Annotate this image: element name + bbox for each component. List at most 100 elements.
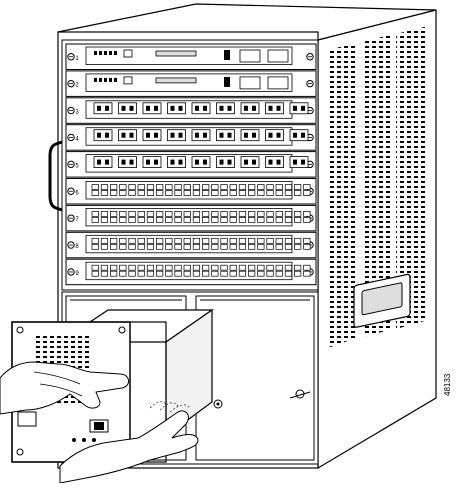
ethernet-port[interactable] [146,211,155,217]
module-slot-2[interactable]: 2 [65,70,317,97]
ethernet-port[interactable] [248,270,256,277]
ethernet-port[interactable] [100,190,109,196]
ethernet-port[interactable] [284,217,293,223]
ethernet-port[interactable] [294,217,302,223]
ethernet-port[interactable] [165,264,173,271]
ethernet-port[interactable] [165,184,173,190]
ethernet-port[interactable] [248,211,256,217]
ethernet-port[interactable] [174,211,182,217]
ethernet-port[interactable] [128,264,136,271]
ethernet-port[interactable] [238,237,247,244]
ethernet-port[interactable] [156,243,164,250]
ethernet-port[interactable] [91,270,99,277]
ethernet-port[interactable] [128,237,136,244]
ethernet-port[interactable] [202,184,210,190]
fiber-port[interactable] [191,129,211,142]
ethernet-port[interactable] [192,270,201,277]
power-connector[interactable] [17,411,37,427]
ethernet-port[interactable] [202,243,210,250]
module-slot-5[interactable]: 5 [65,151,317,178]
ethernet-port[interactable] [146,217,155,223]
ethernet-port[interactable] [248,243,256,250]
ethernet-port[interactable] [192,190,201,196]
ethernet-port[interactable] [119,243,127,250]
ethernet-port[interactable] [183,217,191,223]
ethernet-port[interactable] [220,243,228,250]
ethernet-port[interactable] [110,211,118,217]
ethernet-port[interactable] [211,270,219,277]
ethernet-port[interactable] [119,184,127,190]
ethernet-port[interactable] [183,211,191,217]
ethernet-port[interactable] [183,237,191,244]
ethernet-port[interactable] [294,211,302,217]
ethernet-port[interactable] [275,217,283,223]
ethernet-port[interactable] [211,237,219,244]
ethernet-port[interactable] [119,211,127,217]
ethernet-port[interactable] [100,264,109,271]
ethernet-port[interactable] [146,184,155,190]
ethernet-port[interactable] [238,211,247,217]
ethernet-port[interactable] [238,184,247,190]
ethernet-port[interactable] [229,237,237,244]
fiber-port[interactable] [240,129,260,142]
ethernet-port[interactable] [266,217,274,223]
ethernet-port[interactable] [303,211,311,217]
ethernet-port[interactable] [91,264,99,271]
ethernet-port[interactable] [202,217,210,223]
ethernet-port[interactable] [202,211,210,217]
ethernet-port[interactable] [284,184,293,190]
ethernet-port[interactable] [266,237,274,244]
ethernet-port[interactable] [229,264,237,271]
ethernet-port[interactable] [257,211,265,217]
ethernet-port[interactable] [294,243,302,250]
fiber-port[interactable] [216,129,235,142]
ethernet-port[interactable] [202,190,210,196]
ethernet-port[interactable] [137,190,145,196]
ethernet-port[interactable] [284,237,293,244]
fiber-port[interactable] [118,102,137,115]
ethernet-port[interactable] [248,237,256,244]
ethernet-port[interactable] [165,243,173,250]
side-handle[interactable] [353,273,411,328]
ethernet-port[interactable] [202,237,210,244]
ethernet-port[interactable] [165,211,173,217]
ethernet-port[interactable] [165,237,173,244]
ethernet-port[interactable] [303,270,311,277]
ethernet-port[interactable] [238,264,247,271]
ethernet-port[interactable] [183,243,191,250]
ethernet-port[interactable] [229,184,237,190]
ethernet-port[interactable] [192,264,201,271]
ethernet-port[interactable] [128,217,136,223]
ethernet-port[interactable] [266,211,274,217]
ethernet-port[interactable] [183,264,191,271]
ethernet-port[interactable] [303,184,311,190]
ethernet-port[interactable] [238,243,247,250]
ethernet-port[interactable] [192,237,201,244]
ethernet-port[interactable] [110,264,118,271]
ethernet-port[interactable] [137,237,145,244]
ethernet-port[interactable] [284,243,293,250]
fiber-port[interactable] [289,156,309,169]
ethernet-port[interactable] [248,264,256,271]
ethernet-port[interactable] [220,190,228,196]
ethernet-port[interactable] [202,270,210,277]
ethernet-port[interactable] [229,243,237,250]
ethernet-port[interactable] [110,217,118,223]
ethernet-port[interactable] [137,264,145,271]
ethernet-port[interactable] [128,270,136,277]
ethernet-port[interactable] [257,264,265,271]
ethernet-port[interactable] [211,190,219,196]
ethernet-port[interactable] [211,211,219,217]
ethernet-port[interactable] [91,184,99,190]
ethernet-port[interactable] [220,211,228,217]
ethernet-port[interactable] [137,217,145,223]
ethernet-port[interactable] [183,270,191,277]
ethernet-port[interactable] [137,270,145,277]
ethernet-port[interactable] [137,243,145,250]
ethernet-port[interactable] [275,243,283,250]
ethernet-port[interactable] [211,243,219,250]
fiber-port[interactable] [142,102,162,115]
ethernet-port[interactable] [303,217,311,223]
ethernet-port[interactable] [275,211,283,217]
ethernet-port[interactable] [110,184,118,190]
